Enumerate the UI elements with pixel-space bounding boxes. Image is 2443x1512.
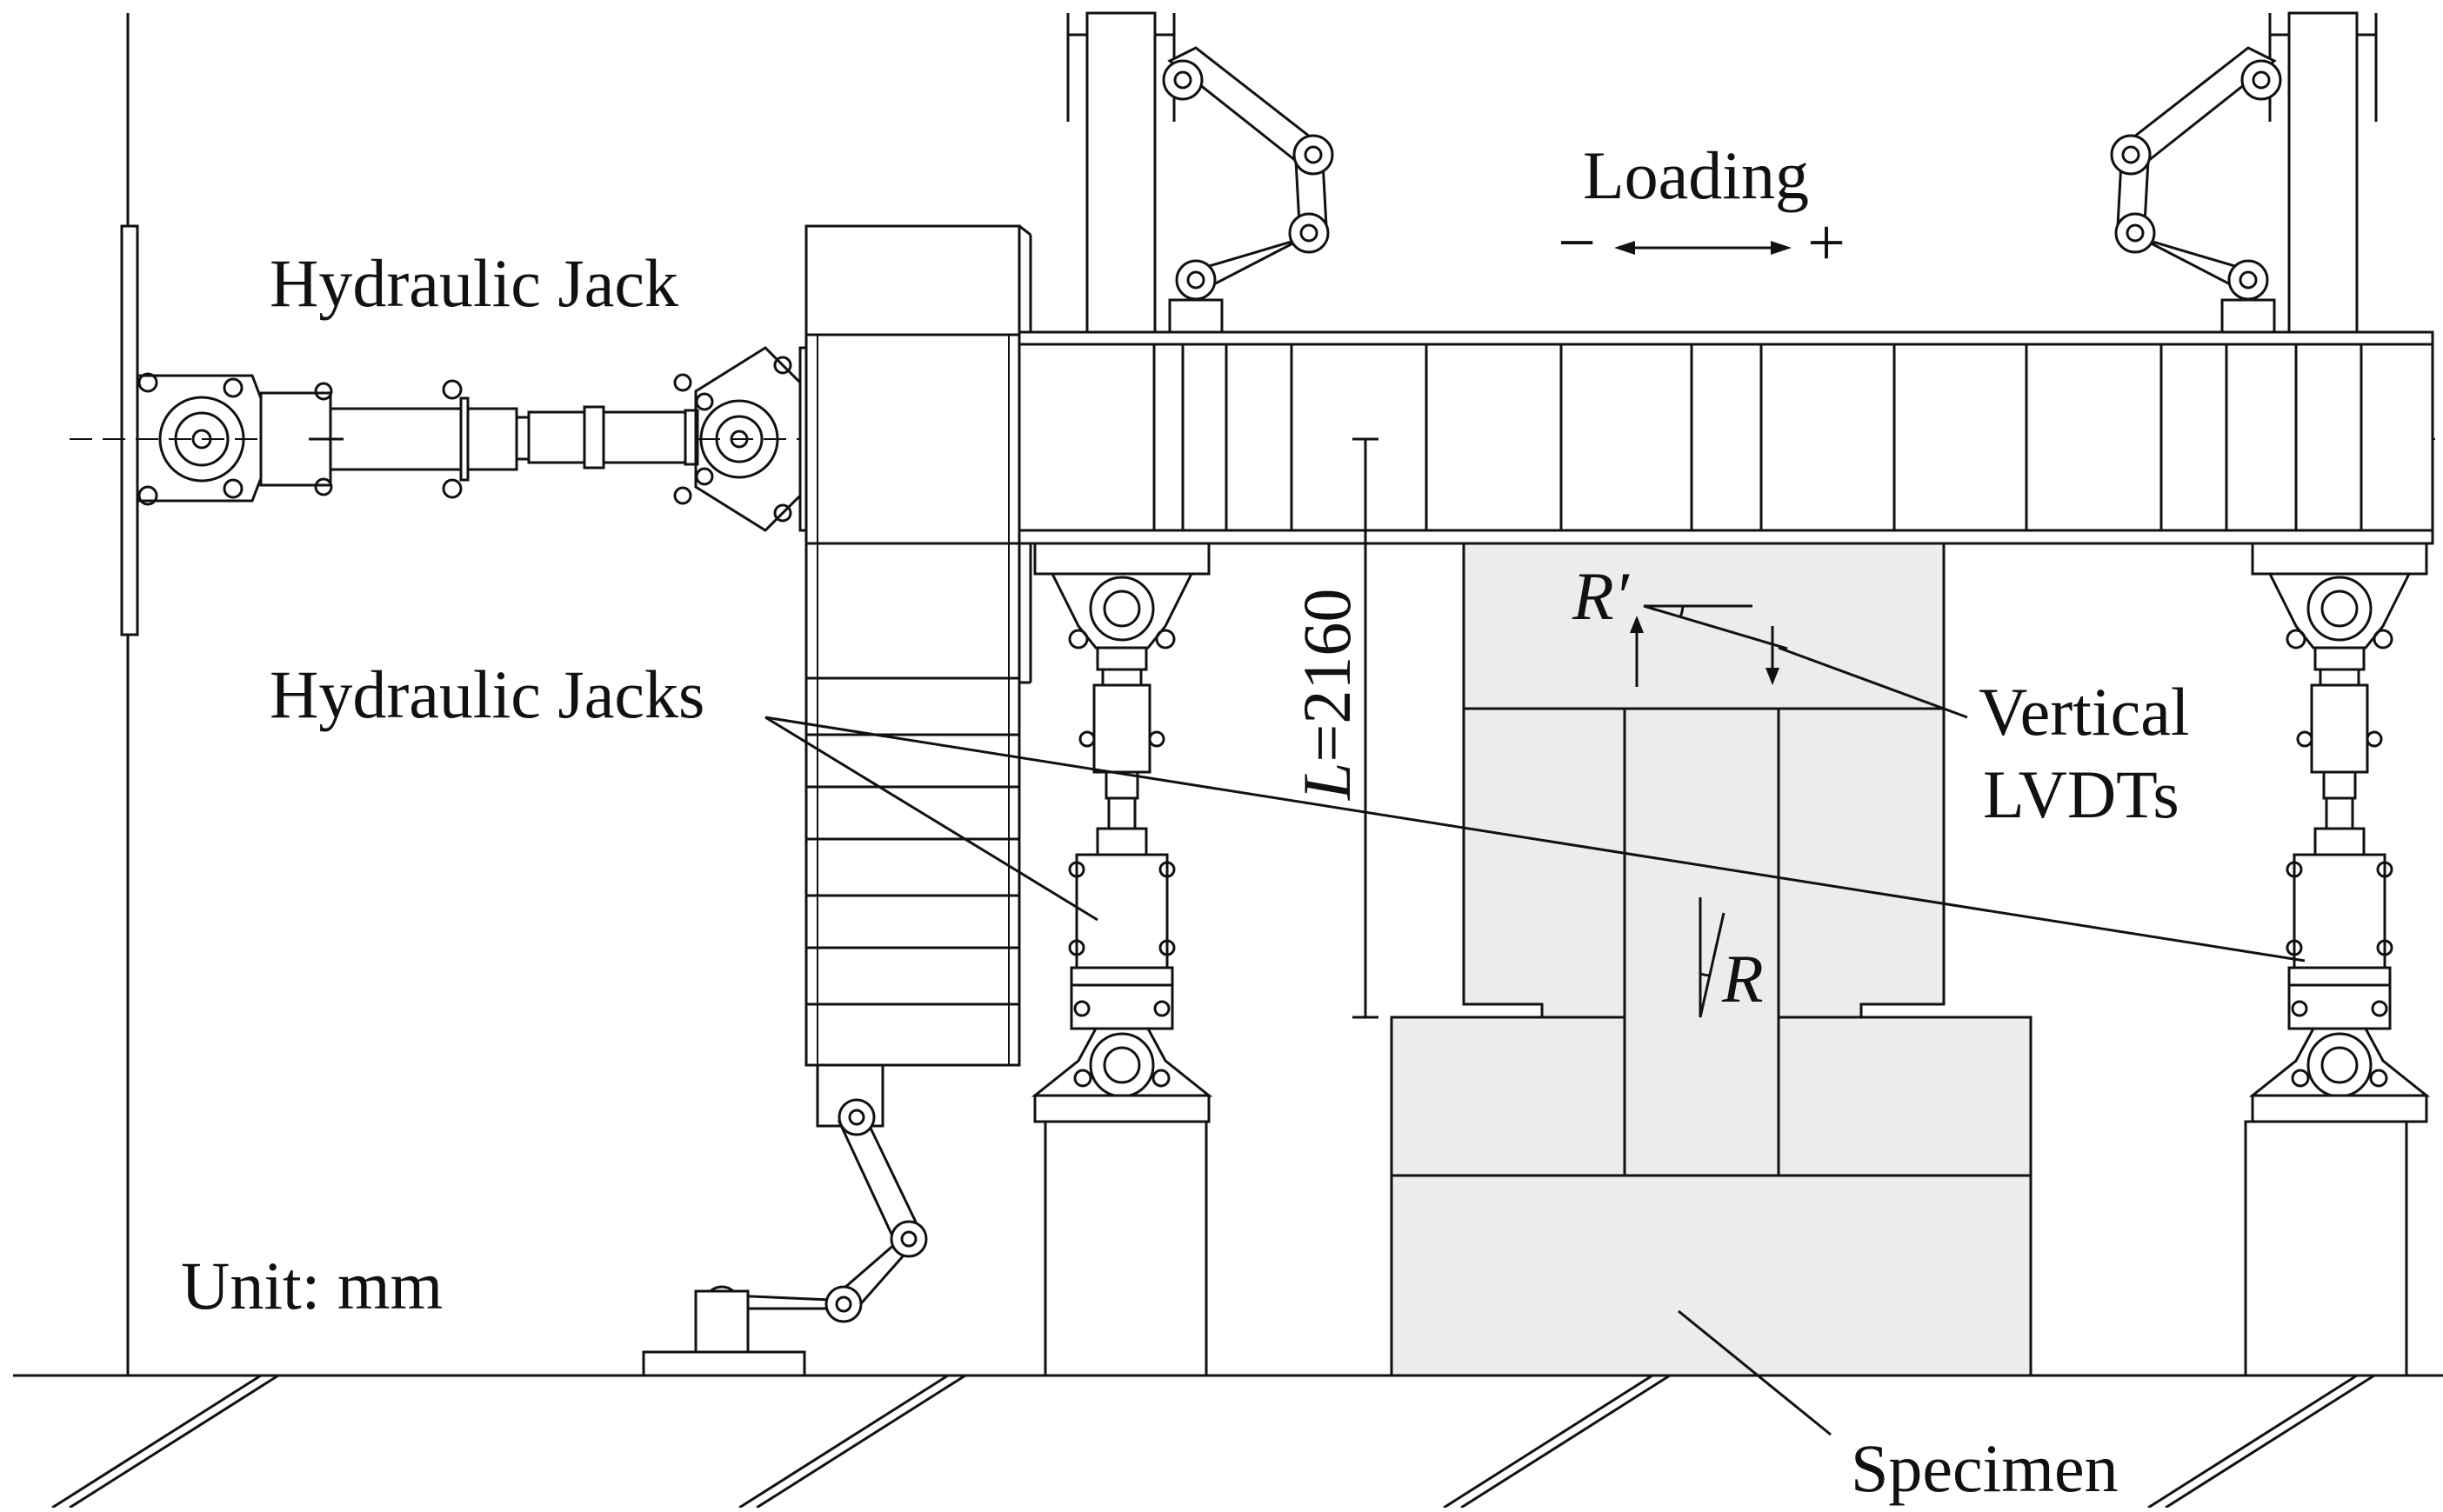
left-restraint-link	[1162, 46, 1334, 334]
specimen	[1390, 542, 2032, 1377]
reaction-wall	[120, 13, 139, 1375]
right-top-column	[2268, 11, 2378, 334]
r-prime-label: R′	[1572, 558, 1631, 634]
hydraulic-jacks-label: Hydraulic Jacks	[270, 656, 704, 732]
loading-beam	[1018, 330, 2434, 545]
dimension-label: L=2160	[1289, 589, 1365, 801]
vertical-label: Vertical	[1979, 674, 2190, 749]
r-label: R	[1721, 941, 1764, 1016]
lvdts-label: LVDTs	[1983, 756, 2179, 832]
ground-floor	[13, 1374, 2443, 1509]
hydraulic-jack-label: Hydraulic Jack	[270, 245, 678, 321]
loading-plus-label: +	[1807, 204, 1846, 280]
right-vertical-jack	[2244, 542, 2431, 1377]
floor-rails	[51, 1374, 2375, 1509]
rotation-r-indicator: R	[1699, 897, 1764, 1018]
specimen-label: Specimen	[1851, 1430, 2119, 1506]
loading-minus-label: −	[1558, 204, 1596, 280]
rotation-r-prime-indicator: R′	[1572, 558, 1788, 687]
loading-label: Loading	[1583, 137, 1809, 213]
dimension-symbol: L	[1289, 763, 1365, 801]
left-top-column	[1066, 11, 1176, 334]
beam-stiffeners	[1152, 344, 2363, 530]
dimension-value: =2160	[1289, 589, 1365, 763]
unit-label: Unit: mm	[181, 1248, 443, 1323]
bottom-restraint-link	[642, 1063, 928, 1377]
left-vertical-jack	[1031, 542, 1213, 1377]
right-restraint-link	[2110, 46, 2282, 334]
loading-direction: Loading − +	[1558, 137, 1846, 280]
leader-lines	[764, 646, 2306, 1436]
dimension-line: L=2160	[1289, 437, 1378, 1019]
